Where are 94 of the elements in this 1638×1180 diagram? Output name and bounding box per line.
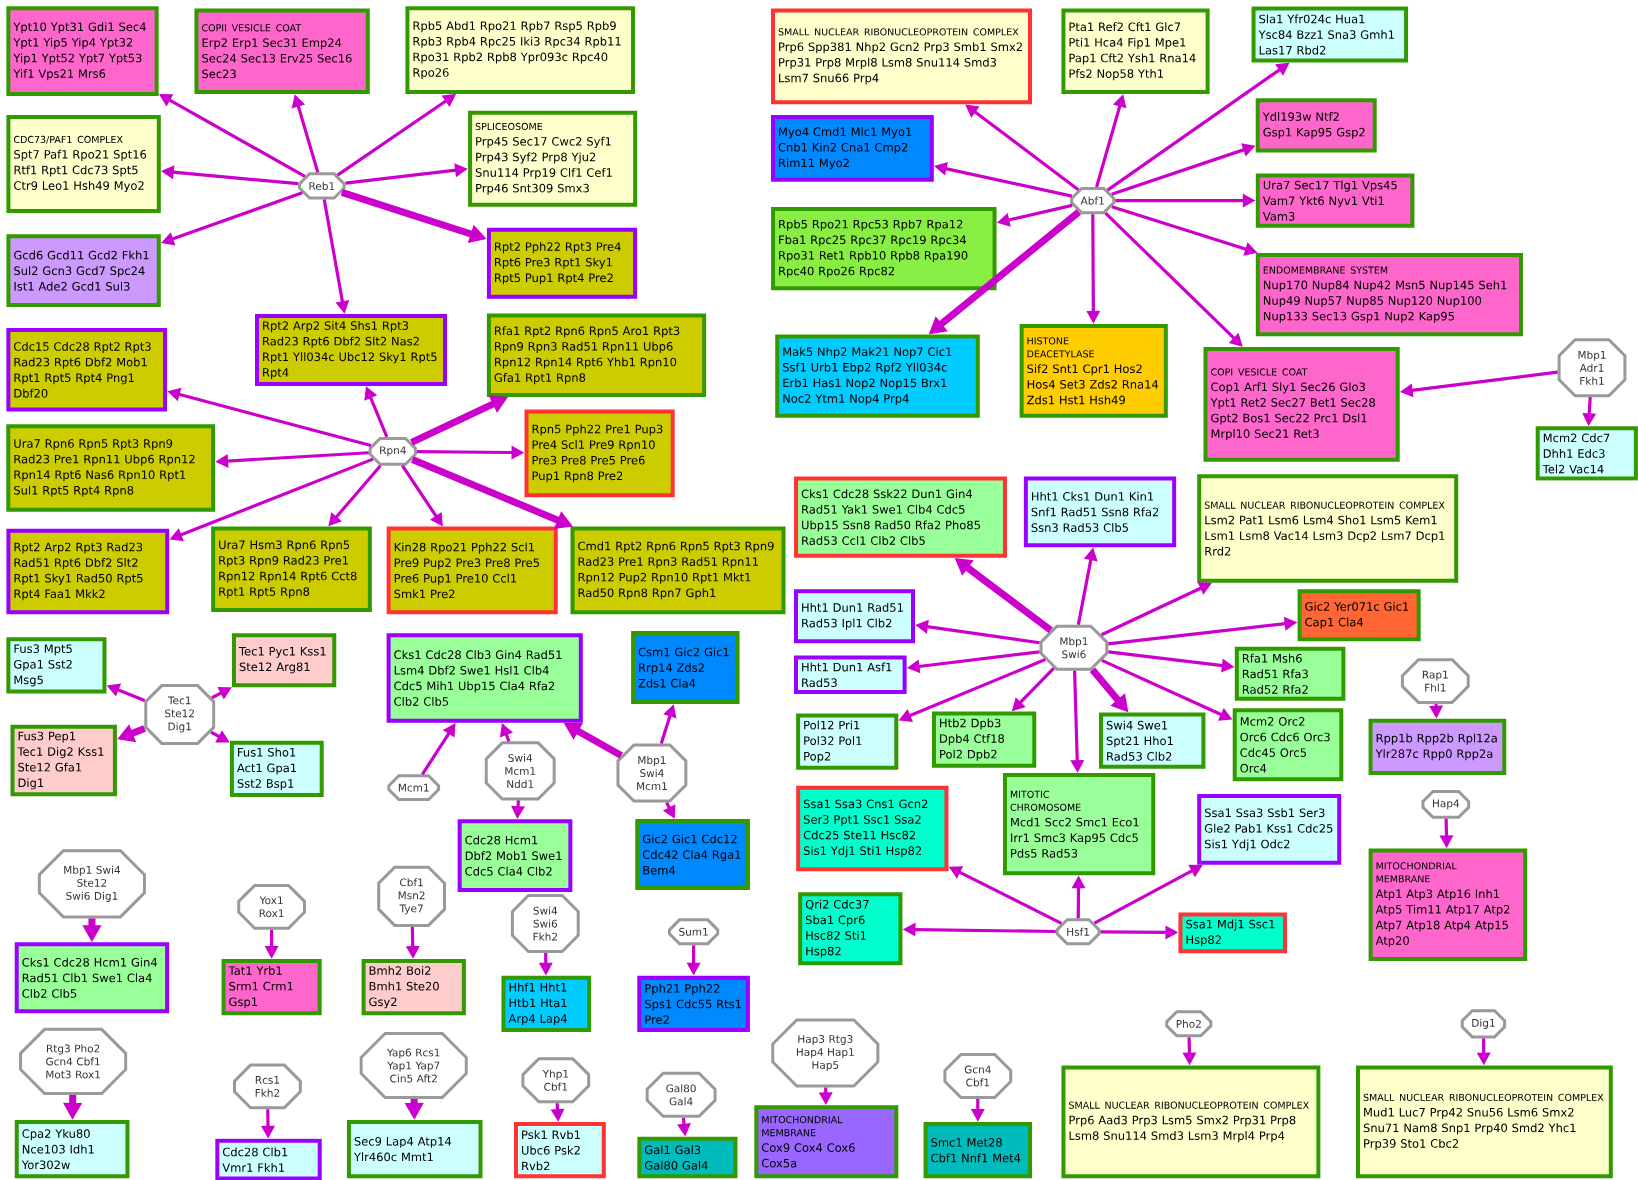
regulator-octagon: Yox1 Rox1 bbox=[237, 883, 306, 930]
regulator-octagon: Tec1 Ste12 Dig1 bbox=[144, 684, 216, 745]
complex-box: Cks1 Cdc28 Ssk22 Dun1 Gin4 Rad51 Yak1 Swe1 Clb4 Cdc5 Ubp15 Ssn8 Rad50 Rfa2 Pho85 Rad53 Ccl1 Clb2 Clb5 bbox=[794, 476, 1007, 558]
complex-box: Myo4 Cmd1 Mlc1 Myo1 Cnb1 Kin2 Cna1 Cmp2 Rim11 Myo2 bbox=[771, 114, 934, 182]
regulator-octagon: Sum1 bbox=[668, 918, 720, 946]
regulator-octagon: Cbf1 Msn2 Tye7 bbox=[377, 865, 446, 927]
complex-box: Rpb5 Abd1 Rpo21 Rpb7 Rsp5 Rpb9 Rpb3 Rpb4 Rpc25 Iki3 Rpc34 Rpb11 Rpo31 Rpb2 Rpb8 Ypr093c Rpc40 Rpo26 bbox=[405, 6, 635, 94]
complex-box: Smc1 Met28 Cbf1 Nnf1 Met4 bbox=[923, 1122, 1033, 1179]
complex-box: Ura7 Sec17 Tlg1 Vps45 Vam7 Ykt6 Nyv1 Vti1 Vam3 bbox=[1255, 173, 1415, 228]
complex-box: Gic2 Yer071c Gic1 Cap1 Cla4 bbox=[1297, 589, 1421, 642]
complex-box: Ssa1 Ssa3 Cns1 Gcn2 Ser3 Ppt1 Ssc1 Ssa2 Cdc25 Ste11 Hsc82 Sis1 Ydj1 Sti1 Hsp82 bbox=[796, 785, 949, 872]
complex-box: Gic2 Gic1 Cdc12 Cdc42 Cla4 Rga1 Bem4 bbox=[635, 819, 750, 890]
complex-box: Ssa1 Mdj1 Ssc1 Hsp82 bbox=[1178, 912, 1287, 954]
complex-box: Ura7 Hsm3 Rpn6 Rpn5 Rpt3 Rpn9 Rad23 Pre1 Rpn12 Rpn14 Rpt6 Cct8 Rpt1 Rpt5 Rpn8 bbox=[211, 526, 372, 613]
complex-box: Mcm2 Orc2 Orc6 Cdc6 Orc3 Cdc45 Orc5 Orc4 bbox=[1232, 708, 1344, 782]
complex-box: Bmh2 Boi2 Bmh1 Ste20 Gsy2 bbox=[361, 959, 466, 1016]
complex-box: Rpp1b Rpp2b Rpl12a Ylr287c Rpp0 Rpp2a bbox=[1368, 718, 1507, 775]
complex-box: Rpb5 Rpo21 Rpc53 Rpb7 Rpa12 Fba1 Rpc25 Rpc37 Rpc19 Rpc34 Rpo31 Ret1 Rpb10 Rpb8 Rpa190 Rpc40 Rpo26 Rpc82 bbox=[771, 206, 997, 291]
complex-box: COPII VESICLE COAT Erp2 Erp1 Sec31 Emp24 Sec24 Sec13 Erv25 Sec16 Sec23 bbox=[194, 8, 370, 94]
complex-box: Rpt2 Pph22 Rpt3 Pre4 Rpt6 Pre3 Rpt1 Sky1 Rpt5 Pup1 Rpt4 Pre2 bbox=[486, 227, 638, 299]
complex-box: Mcm2 Cdc7 Dhh1 Edc3 Tel2 Vac14 bbox=[1535, 426, 1638, 481]
regulator-octagon: Pho2 bbox=[1165, 1010, 1213, 1038]
complex-box: Sla1 Yfr024c Hua1 Ysc84 Bzz1 Sna3 Gmh1 Las17 Rbd2 bbox=[1251, 6, 1409, 63]
complex-box: Cdc28 Hcm1 Dbf2 Mob1 Swe1 Cdc5 Cla4 Clb2 bbox=[457, 819, 573, 893]
complex-box: Psk1 Rvb1 Ubc6 Psk2 Rvb2 bbox=[514, 1122, 606, 1179]
regulator-octagon: Swi4 Swi6 Fkh2 bbox=[510, 894, 580, 953]
regulator-octagon: Hap4 bbox=[1421, 790, 1471, 819]
complex-box: SMALL NUCLEAR RIBONUCLEOPROTEIN COMPLEX Mud1 Luc7 Prp42 Snu56 Lsm6 Smx2 Snu71 Nam8 Snp1 Prp40 Smd2 Yhc1 Prp39 Sto1 Cbc2 bbox=[1356, 1065, 1613, 1179]
complex-box: Gcd6 Gcd11 Gcd2 Fkh1 Sul2 Gcn3 Gcd7 Spc24 Ist1 Ade2 Gcd1 Sul3 bbox=[6, 234, 161, 308]
complex-box: MITOCHONDRIAL MEMBRANE Cox9 Cox4 Cox6 Cox5a bbox=[754, 1105, 899, 1179]
complex-box: Cdc28 Clb1 Vmr1 Fkh1 bbox=[215, 1138, 322, 1180]
complex-box: Gal1 Gal3 Gal80 Gal4 bbox=[637, 1136, 738, 1179]
complex-box: Qri2 Cdc37 Sba1 Cpr6 Hsc82 Sti1 Hsp82 bbox=[798, 892, 903, 966]
complex-box: ENDOMEMBRANE SYSTEM Nup170 Nup84 Nup42 Msn5 Nup145 Seh1 Nup49 Nup57 Nup85 Nup120 Nup100 Nup133 Sec13 Gsp1 Nup2 Kap95 bbox=[1255, 252, 1523, 337]
complex-box: Htb2 Dpb3 Dpb4 Ctf18 Pol2 Dpb2 bbox=[931, 711, 1037, 768]
complex-box: Rpn5 Pph22 Pre1 Pup3 Pre4 Scl1 Pre9 Rpn10 Pre3 Pre8 Pre5 Pre6 Pup1 Rpn8 Pre2 bbox=[524, 409, 675, 498]
complex-box: Sec9 Lap4 Atp14 Ylr460c Mmt1 bbox=[346, 1119, 483, 1179]
complex-box: Cks1 Cdc28 Clb3 Gin4 Rad51 Lsm4 Dbf2 Swe1 Hsl1 Clb4 Cdc5 Mih1 Ubp15 Cla4 Rfa2 Clb2 Clb5 bbox=[386, 633, 583, 723]
complex-box: Rpt2 Arp2 Sit4 Shs1 Rpt3 Rad23 Rpt6 Dbf2 Slt2 Nas2 Rpt1 Yll034c Ubc12 Sky1 Rpt5 Rpt4 bbox=[255, 314, 447, 386]
complex-box: Pol12 Pri1 Pol32 Pol1 Pop2 bbox=[796, 713, 899, 770]
complex-box: Hhf1 Hht1 Htb1 Hta1 Arp4 Lap4 bbox=[501, 975, 592, 1033]
regulator-octagon: Gal80 Gal4 bbox=[645, 1071, 717, 1118]
complex-box: Cmd1 Rpt2 Rpn6 Rpn5 Rpt3 Rpn9 Rad23 Pre1 Rpn3 Rad51 Rpn11 Rpn12 Pup2 Rpn10 Rpt1 Mkt1 Rad50 Rpn8 Rpn7 Gph1 bbox=[570, 526, 786, 615]
complex-box: Tat1 Yrb1 Srm1 Crm1 Gsp1 bbox=[221, 959, 322, 1016]
complex-box: Tec1 Pyc1 Kss1 Ste12 Arg81 bbox=[231, 633, 337, 688]
regulator-octagon: Gcn4 Cbf1 bbox=[943, 1053, 1013, 1099]
regulator-octagon: Reb1 bbox=[298, 172, 346, 200]
complex-box: Hht1 Dun1 Asf1 Rad53 bbox=[794, 655, 907, 695]
complex-box: Ssa1 Ssa3 Ssb1 Ser3 Gle2 Pab1 Kss1 Cdc25 Sis1 Ydj1 Odc2 bbox=[1197, 793, 1342, 865]
complex-box: Ypt10 Ypt31 Gdi1 Sec4 Ypt1 Yip5 Yip4 Ypt32 Yip1 Ypt52 Ypt7 Ypt53 Yif1 Vps21 Mrs6 bbox=[6, 6, 159, 97]
complex-box: Csm1 Gic2 Gic1 Rrp14 Zds2 Zds1 Cla4 bbox=[631, 631, 740, 704]
regulator-octagon: Rap1 Fhl1 bbox=[1400, 658, 1470, 704]
complex-box: Rfa1 Rpt2 Rpn6 Rpn5 Aro1 Rpt3 Rpn9 Rpn3 Rad51 Rpn11 Ubp6 Rpn12 Rpn14 Rpt6 Yhb1 Rpn10 Gfa1 Rpt1 Rpn8 bbox=[486, 313, 707, 397]
complex-box: SMALL NUCLEAR RIBONUCLEOPROTEIN COMPLEX Prp6 Aad3 Prp3 Lsm5 Smx2 Prp31 Prp8 Lsm8 Snu114 Smd3 Lsm3 Mrpl4 Prp4 bbox=[1061, 1065, 1321, 1179]
complex-box: Ydl193w Ntf2 Gsp1 Kap95 Gsp2 bbox=[1255, 98, 1377, 153]
complex-box: Swi4 Swe1 Spt21 Hho1 Rad53 Clb2 bbox=[1099, 712, 1206, 769]
regulator-octagon: Hsf1 bbox=[1055, 918, 1101, 946]
regulator-octagon: Rtg3 Pho2 Gcn4 Cbf1 Mot3 Rox1 bbox=[19, 1027, 128, 1095]
regulator-octagon: Mbp1 Swi4 Mcm1 bbox=[616, 743, 688, 803]
complex-box: MITOCHONDRIAL MEMBRANE Atp1 Atp3 Atp16 Inh1 Atp5 Tim11 Atp17 Atp2 Atp7 Atp18 Atp4 Atp15 Atp20 bbox=[1368, 848, 1528, 961]
regulator-octagon: Mbp1 Swi4 Ste12 Swi6 Dig1 bbox=[37, 849, 146, 919]
complex-box: Mak5 Nhp2 Mak21 Nop7 Cic1 Ssf1 Urb1 Ebp2 Rpf2 Yll034c Erb1 Has1 Nop2 Nop15 Brx1 Noc2 Ytm1 Nop4 Prp4 bbox=[775, 334, 980, 418]
complex-box: MITOTIC CHROMOSOME Mcd1 Scc2 Smc1 Eco1 Irr1 Smc3 Kap95 Cdc5 Pds5 Rad53 bbox=[1002, 773, 1156, 876]
complex-box: Pph21 Pph22 Sps1 Cdc55 Rts1 Pre2 bbox=[637, 975, 750, 1032]
complex-box: Fus3 Pep1 Tec1 Dig2 Kss1 Ste12 Gfa1 Dig1 bbox=[10, 724, 117, 797]
complex-box: SMALL NUCLEAR RIBONUCLEOPROTEIN COMPLEX Prp6 Spp381 Nhp2 Gcn2 Prp3 Smb1 Smx2 Prp31 Prp8 Mrpl8 Lsm8 Snu114 Smd3 Lsm7 Snu66 Prp4 bbox=[771, 8, 1032, 105]
regulator-octagon: Abf1 bbox=[1070, 187, 1116, 215]
regulator-octagon: Yap6 Rcs1 Yap1 Yap7 Cin5 Aft2 bbox=[359, 1032, 468, 1099]
regulator-octagon: Rcs1 Fkh2 bbox=[233, 1063, 302, 1110]
regulator-octagon: Mcm1 bbox=[387, 774, 441, 802]
complex-box: Cdc15 Cdc28 Rpt2 Rpt3 Rad23 Rpt6 Dbf2 Mob1 Rpt1 Rpt5 Rpt4 Png1 Dbf20 bbox=[6, 328, 168, 412]
regulator-octagon: Mbp1 Swi6 bbox=[1039, 624, 1109, 671]
complex-box: SMALL NUCLEAR RIBONUCLEOPROTEIN COMPLEX Lsm2 Pat1 Lsm6 Lsm4 Sho1 Lsm5 Kem1 Lsm1 Lsm8 Vac14 Lsm3 Dcp2 Lsm7 Dcp1 Rrd2 bbox=[1197, 474, 1459, 583]
complex-box: Pta1 Ref2 Cft1 Glc7 Pti1 Hca4 Fip1 Mpe1 Pap1 Cft2 Ysh1 Rna14 Pfs2 Nop58 Yth1 bbox=[1061, 8, 1210, 94]
complex-box: Rfa1 Msh6 Rad51 Rfa3 Rad52 Rfa2 bbox=[1234, 646, 1346, 701]
regulator-octagon: Yhp1 Cbf1 bbox=[521, 1057, 591, 1104]
regulator-octagon: Swi4 Mcm1 Ndd1 bbox=[484, 741, 556, 801]
complex-box: Cks1 Cdc28 Hcm1 Gin4 Rad51 Clb1 Swe1 Cla4 Clb2 Clb5 bbox=[14, 942, 170, 1014]
complex-box: SPLICEOSOME Prp45 Sec17 Cwc2 Syf1 Prp43 Syf2 Prp8 Yju2 Snu114 Prp19 Clf1 Cef1 Prp46 Snt309 Smx3 bbox=[468, 110, 638, 207]
complex-box: COPI VESICLE COAT Cop1 Arf1 Sly1 Sec26 Glo3 Ypt1 Ret2 Sec27 Bet1 Sec28 Gpt2 Bos1 Sec22 Prc1 Dsl1 Mrpl10 Sec21 Ret3 bbox=[1203, 346, 1400, 462]
complex-box: Fus1 Sho1 Act1 Gpa1 Sst2 Bsp1 bbox=[229, 740, 324, 798]
regulator-octagon: Rpn4 bbox=[368, 436, 417, 466]
complex-box: Hht1 Cks1 Dun1 Kin1 Snf1 Rad51 Ssn8 Rfa2 Ssn3 Rad53 Clb5 bbox=[1023, 476, 1177, 548]
complex-box: Fus3 Mpt5 Gpa1 Sst2 Msg5 bbox=[6, 637, 107, 694]
complex-box: CDC73/PAF1 COMPLEX Spt7 Paf1 Rpo21 Spt16 Rtf1 Rpt1 Cdc73 Spt5 Ctr9 Leo1 Hsh49 Myo2 bbox=[6, 115, 161, 213]
regulator-octagon: Dig1 bbox=[1460, 1009, 1507, 1039]
complex-box: Hht1 Dun1 Rad51 Rad53 Ipl1 Clb2 bbox=[794, 589, 915, 644]
regulator-octagon: Mbp1 Adr1 Fkh1 bbox=[1557, 338, 1627, 398]
complex-box: Cpa2 Yku80 Nce103 Idh1 Yor302w bbox=[14, 1119, 130, 1179]
complex-box: Rpt2 Arp2 Rpt3 Rad23 Rad51 Rpt6 Dbf2 Slt2 Rpt1 Sky1 Rad50 Rpt5 Rpt4 Faa1 Mkk2 bbox=[6, 528, 170, 615]
complex-box: Kin28 Rpo21 Pph22 Scl1 Pre9 Pup2 Pre3 Pre8 Pre5 Pre6 Pup1 Pre10 Ccl1 Smk1 Pre2 bbox=[386, 526, 558, 615]
complex-box: Ura7 Rpn6 Rpn5 Rpt3 Rpn9 Rad23 Pre1 Rpn11 Ubp6 Rpn12 Rpn14 Rpt6 Nas6 Rpn10 Rpt1 Sul1 Rpt5 Rpt4 Rpn8 bbox=[6, 424, 216, 512]
complex-box: HISTONE DEACETYLASE Sif2 Snt1 Cpr1 Hos2 Hos4 Set3 Zds2 Rna14 Zds1 Hst1 Hsh49 bbox=[1019, 323, 1168, 418]
regulator-octagon: Hap3 Rtg3 Hap4 Hap1 Hap5 bbox=[771, 1018, 880, 1088]
